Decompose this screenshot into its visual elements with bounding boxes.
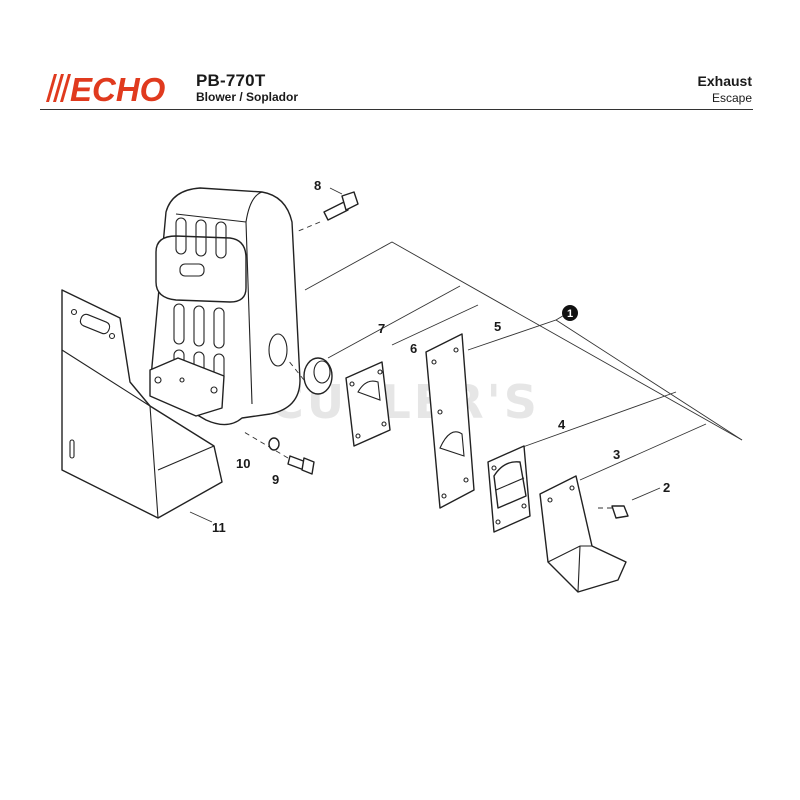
echo-logo-graphic: ECHO [46,72,166,104]
part-6-gasket [345,361,391,447]
echo-logo: ECHO [40,72,180,104]
part-3-deflector [539,475,627,593]
page-header: ECHO PB-770T Blower / Soplador Exhaust E… [0,0,800,112]
callout-1-marker [562,305,578,321]
callout-11-label: 11 [212,520,226,535]
callout-5-label: 5 [494,319,501,334]
logo-wordmark: ECHO [70,72,166,104]
part-11-heat-shield [61,289,223,523]
part-10-washer [268,437,280,451]
callout-10-label: 10 [236,456,250,471]
callout-8-label: 8 [314,178,321,193]
section-subtitle: Escape [711,91,752,105]
callout-9-label: 9 [272,472,279,487]
part-5-gasket-plate [425,333,475,509]
muffler-body [149,187,301,426]
callout-2-label: 2 [663,480,670,495]
model-number: PB-770T [196,71,266,90]
part-4-catalyst [487,445,531,533]
callout-3-label: 3 [613,447,620,462]
assembly-leader-lines [304,241,743,481]
callout-4-label: 4 [558,417,566,432]
section-title: Exhaust [697,73,752,89]
header-divider [40,109,753,110]
callout-6-label: 6 [410,341,417,356]
part-9-bolt [243,431,315,475]
product-subtitle: Blower / Soplador [196,90,299,104]
part-2-screw [596,487,661,519]
callout-7-label: 7 [378,321,385,336]
callout-1-label: 1 [567,308,573,320]
part-7-spacer [287,357,333,395]
part-8-bolt [295,187,359,233]
